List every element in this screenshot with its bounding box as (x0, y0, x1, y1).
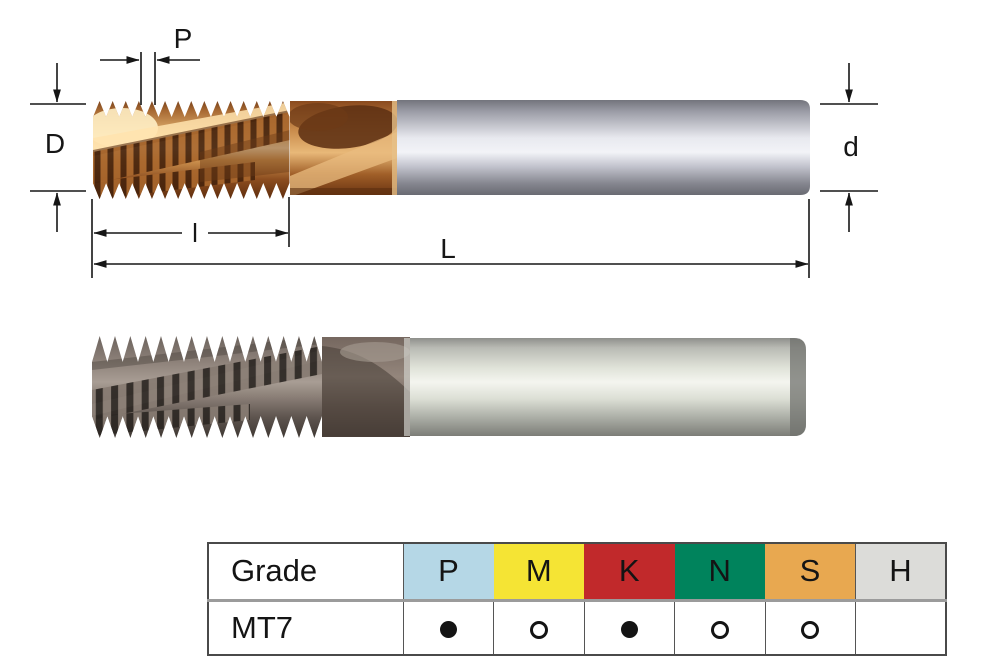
grade-col-p: P (402, 542, 494, 602)
grade-col-n: N (674, 542, 765, 602)
mark-dot-k (620, 621, 638, 639)
dim-shank-diameter (820, 63, 878, 232)
dim-thread-length (91, 197, 290, 278)
dim-label-pitch: P (174, 23, 193, 54)
tool-grade-name: MT7 (207, 599, 404, 656)
grade-col-h: H (855, 542, 947, 602)
mark-cell-m (493, 599, 585, 656)
mark-dot-s (801, 620, 820, 639)
shank (397, 100, 810, 195)
mark-dot-m (529, 620, 548, 639)
mark-cell-k (583, 599, 675, 656)
grade-header-label: Grade (207, 542, 404, 602)
mark-cell-s (764, 599, 856, 656)
dimension-labels: P D d l L (45, 23, 859, 264)
dim-overall-length (93, 199, 810, 278)
dim-label-thread-length: l (192, 218, 198, 248)
tool-photo (92, 336, 806, 438)
grade-data-row: MT7 (207, 599, 947, 656)
grade-table: Grade P M K N S H MT7 (207, 542, 947, 656)
photo-collar (322, 337, 410, 437)
dim-thread-diameter (30, 63, 86, 232)
dim-label-thread-diameter: D (45, 128, 65, 159)
grade-col-s: S (765, 542, 856, 602)
mark-dot-p (439, 621, 457, 639)
grade-col-m: M (493, 542, 584, 602)
mark-cell-n (674, 599, 766, 656)
dimensions (30, 52, 878, 278)
mark-cell-h (855, 599, 947, 656)
neck-section (290, 101, 397, 195)
photo-thread-section (92, 336, 322, 438)
dim-pitch (100, 52, 200, 105)
mark-cell-p (402, 599, 494, 656)
tool-illustrations: P D d l L (30, 23, 878, 438)
photo-shank (410, 338, 806, 436)
thread-section (92, 101, 290, 199)
tool-drawing: P D d l L (30, 23, 878, 278)
mark-dot-n (710, 620, 729, 639)
grade-col-k: K (584, 542, 675, 602)
dim-label-overall-length: L (440, 233, 456, 264)
dim-label-shank-diameter: d (843, 131, 859, 162)
grade-header-row: Grade P M K N S H (207, 542, 947, 602)
